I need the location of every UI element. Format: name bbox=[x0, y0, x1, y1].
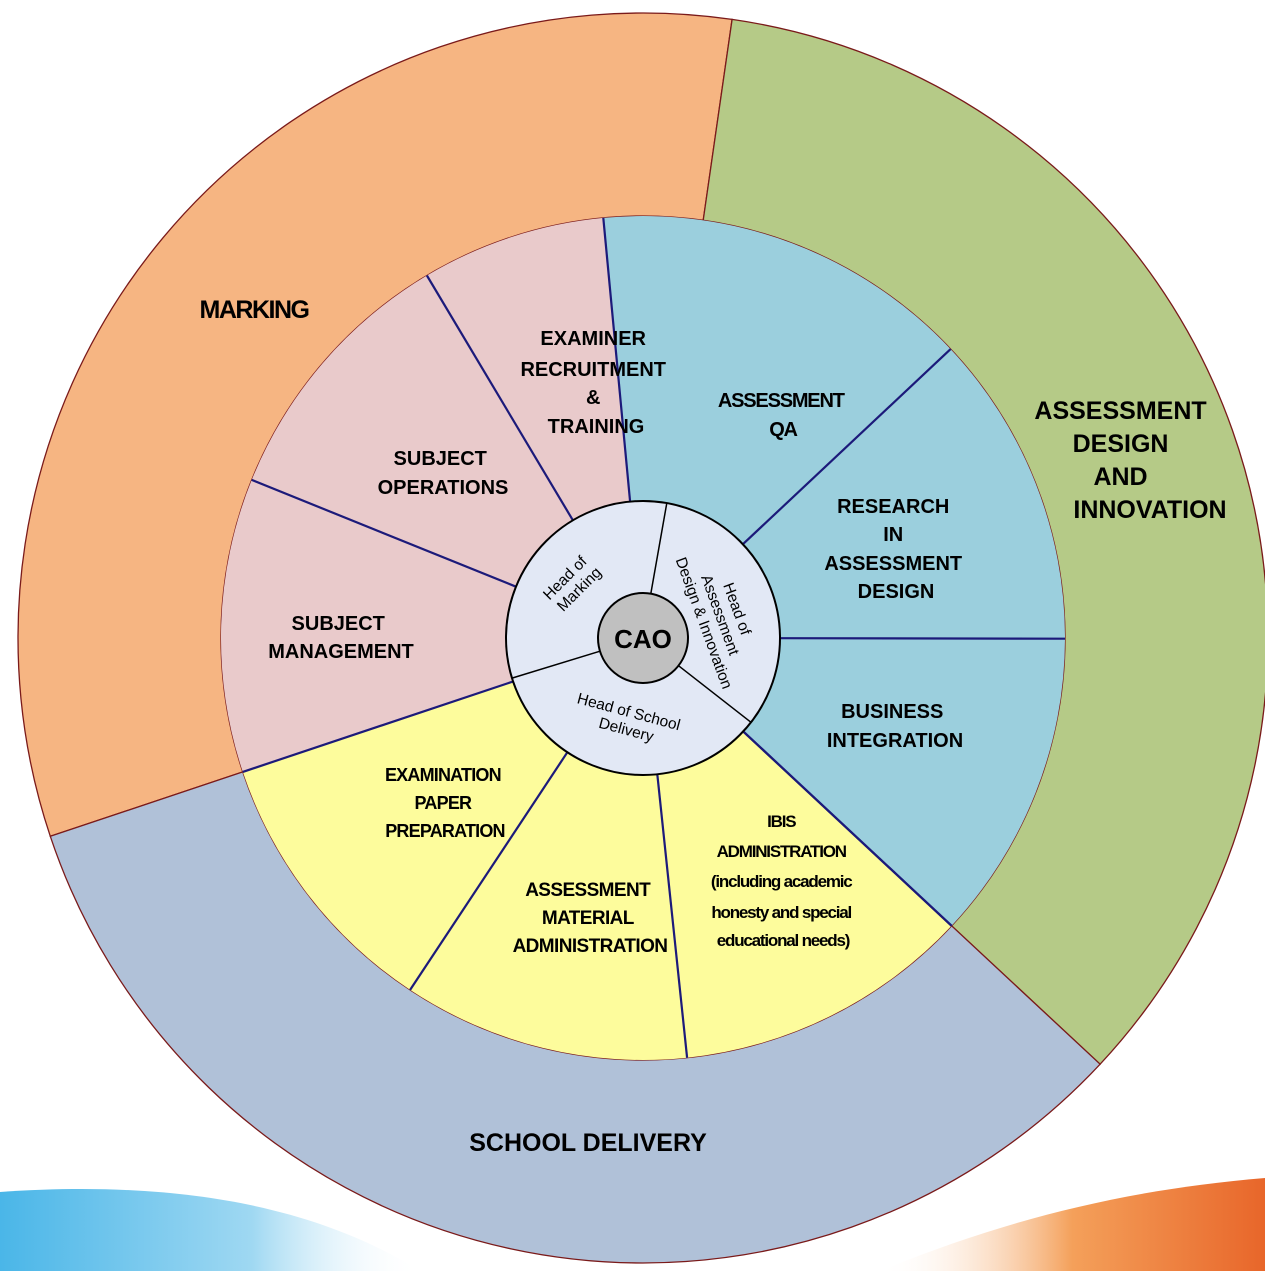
subject-management-label: SUBJECT MANAGEMENT bbox=[268, 613, 414, 663]
head-divider-line bbox=[650, 502, 668, 594]
cao-label: CAO bbox=[614, 624, 672, 654]
research-label: RESEARCH IN ASSESSMENT DESIGN bbox=[824, 496, 967, 603]
research-sector bbox=[742, 349, 1066, 639]
examiner-recruitment-sector bbox=[426, 217, 631, 521]
subject-management-sector bbox=[220, 479, 516, 772]
examination-paper-sector bbox=[242, 681, 568, 990]
orange-swoosh-decoration bbox=[880, 1178, 1265, 1271]
subject-operations-label: SUBJECT OPERATIONS bbox=[378, 448, 509, 499]
divider-line bbox=[251, 478, 517, 588]
divider-line bbox=[602, 217, 632, 502]
examination-paper-label: EXAMINATION PAPER PREPARATION bbox=[385, 765, 505, 841]
school-delivery-label: SCHOOL DELIVERY bbox=[469, 1129, 707, 1157]
divider-line bbox=[742, 730, 953, 927]
divider-line bbox=[779, 637, 1066, 640]
cao-circle bbox=[597, 592, 689, 684]
assessment-qa-sector bbox=[603, 216, 951, 545]
divider-line bbox=[425, 274, 574, 521]
divider-line bbox=[242, 680, 514, 773]
divider-line bbox=[409, 751, 569, 991]
head-divider-line bbox=[678, 665, 752, 723]
assessment-design-label: ASSESSMENT DESIGN AND INNOVATION bbox=[1034, 397, 1226, 524]
examiner-recruitment-label: EXAMINER RECRUITMENT & TRAINING bbox=[520, 328, 671, 438]
business-integration-label: BUSINESS INTEGRATION bbox=[827, 701, 963, 752]
head-divider-line bbox=[511, 650, 601, 679]
assessment-material-sector bbox=[410, 752, 688, 1061]
divider-line bbox=[742, 348, 952, 546]
subject-operations-sector bbox=[251, 275, 573, 587]
assessment-material-label: ASSESSMENT MATERIAL ADMINISTRATION bbox=[513, 880, 668, 957]
unit-ring bbox=[220, 216, 1066, 1061]
blue-swoosh-decoration bbox=[0, 1189, 420, 1271]
marking-label: MARKING bbox=[200, 296, 309, 324]
assessment-qa-label: ASSESSMENT QA bbox=[718, 390, 848, 441]
ibis-administration-label: IBIS ADMINISTRATION (including academic … bbox=[711, 812, 855, 950]
divider-line bbox=[656, 774, 689, 1058]
ibis-sector bbox=[657, 731, 952, 1058]
business-integration-sector bbox=[743, 638, 1065, 926]
